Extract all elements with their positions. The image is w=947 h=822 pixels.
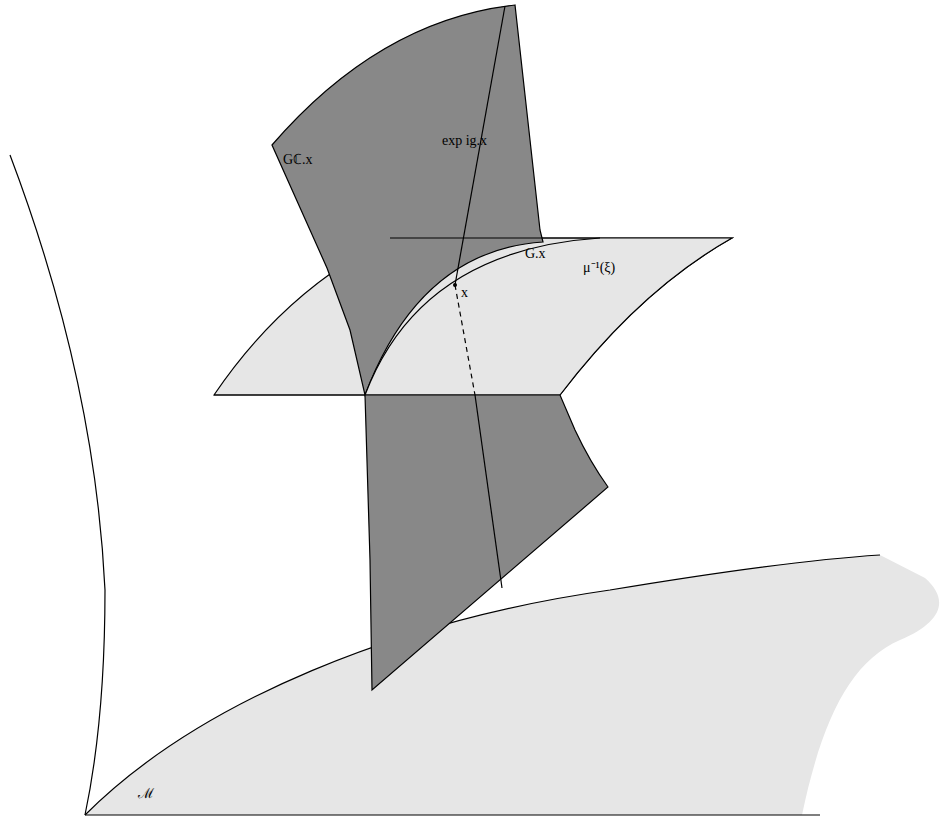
plane-edge (390, 238, 732, 395)
math-label: μ⁻¹(ξ) (583, 260, 615, 275)
complex-orbit (365, 395, 608, 690)
math-label: exp ig.x (442, 133, 487, 148)
imaginary-orbit (455, 285, 475, 395)
math-label: x (461, 285, 468, 300)
math-label: G.x (525, 246, 546, 261)
level-set-plane (365, 238, 732, 395)
point-x (453, 283, 457, 287)
manifold-edge (10, 155, 105, 815)
math-label: Gℂ.x (283, 152, 313, 167)
math-label: ℳ (138, 786, 154, 801)
level-set-plane (214, 238, 732, 395)
imaginary-orbit (475, 395, 502, 588)
manifold-surface (85, 555, 939, 815)
manifold-edge (85, 814, 820, 815)
real-orbit (365, 238, 600, 395)
